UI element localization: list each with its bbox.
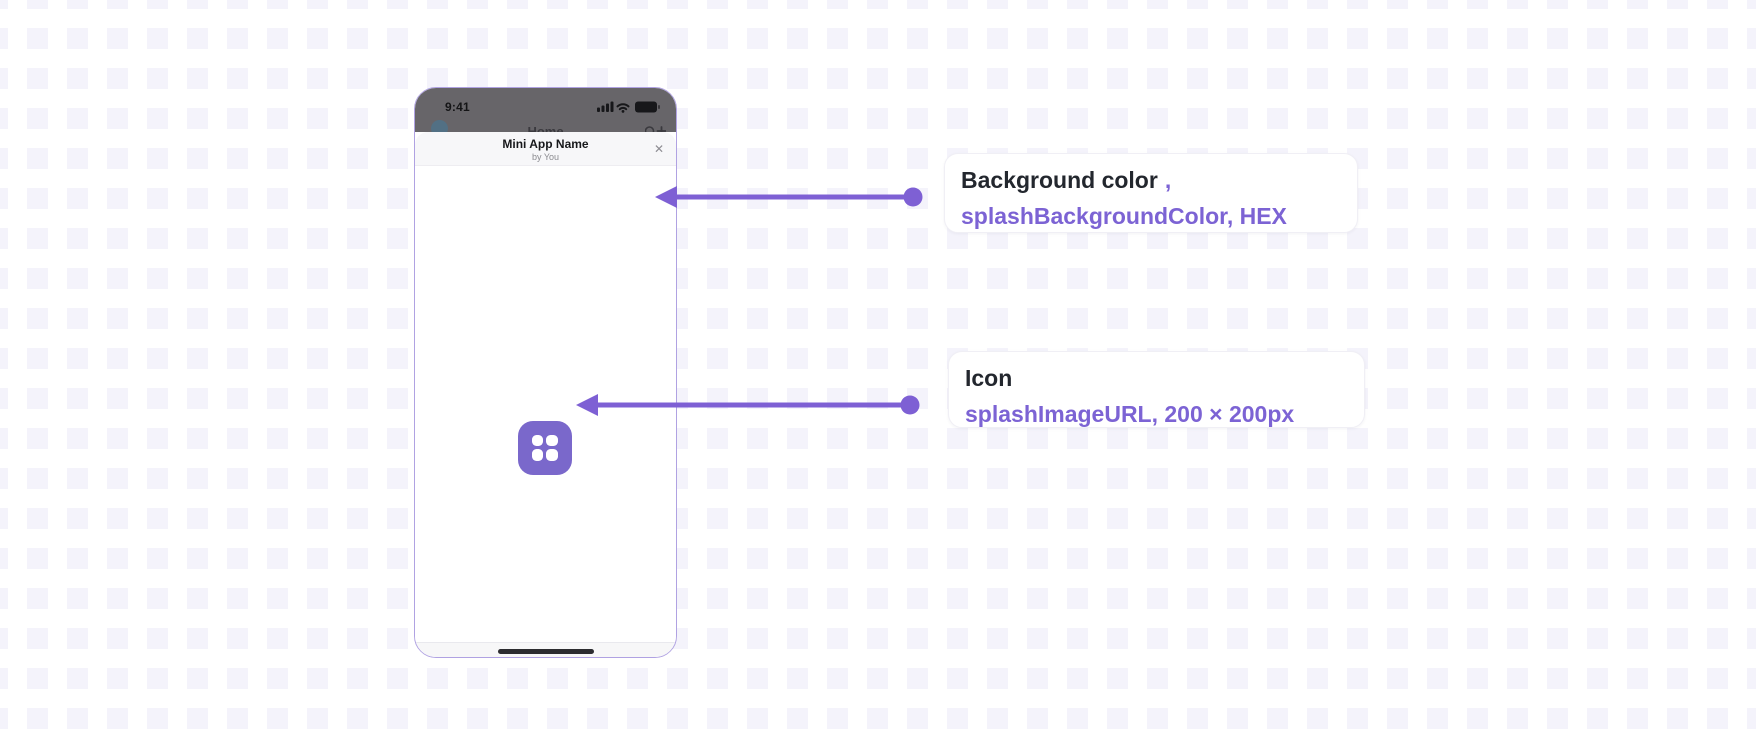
battery-icon (635, 101, 660, 113)
cellular-signal-icon (597, 101, 614, 112)
arrow-background-color (655, 186, 923, 208)
callout-title-row: Icon (965, 362, 1348, 398)
callout-title-suffix: , (1164, 167, 1172, 193)
splash-app-icon (517, 420, 572, 475)
callout-subtitle: splashImageURL, 200 × 200px (965, 401, 1295, 427)
close-icon[interactable]: ✕ (653, 142, 665, 156)
callout-title: Background color (961, 167, 1158, 193)
grid-dot (546, 434, 558, 446)
grid-dot (546, 449, 558, 461)
phone-mockup: 9:41 Home Mini (414, 87, 677, 658)
home-screen-title: Home (527, 124, 564, 132)
grid-dot (531, 449, 543, 461)
compose-plus-icon[interactable] (645, 124, 666, 132)
mini-app-sheet: Mini App Name by You ✕ (415, 132, 676, 657)
status-time: 9:41 (445, 100, 470, 114)
mini-app-byline: by You (531, 152, 560, 162)
callout-icon: Icon splashImageURL, 200 × 200px (948, 351, 1365, 428)
avatar (431, 120, 448, 132)
callout-background-color: Background color, splashBackgroundColor,… (944, 153, 1358, 233)
mini-app-name: Mini App Name (502, 137, 589, 151)
home-indicator (497, 649, 594, 654)
dimmed-home-screen: 9:41 Home (415, 88, 676, 132)
sheet-header: Mini App Name by You ✕ (415, 132, 676, 166)
grid-dot (531, 434, 543, 446)
status-icons (597, 101, 660, 113)
phone-footer (415, 642, 676, 657)
callout-title: Icon (965, 365, 1013, 391)
callout-title-row: Background color, (961, 164, 1341, 200)
callout-subtitle: splashBackgroundColor, HEX (961, 203, 1287, 229)
wifi-icon (616, 103, 630, 113)
